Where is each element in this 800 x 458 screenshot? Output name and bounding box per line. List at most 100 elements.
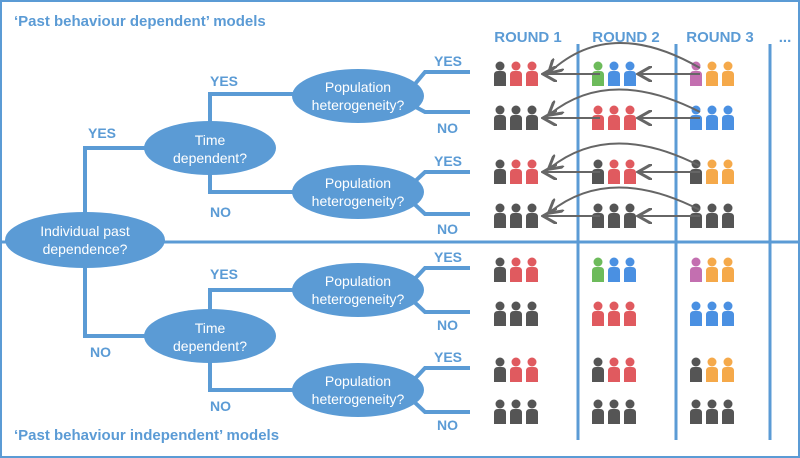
label-bottom-time-yes: YES <box>210 266 238 282</box>
time-node-top: Time dependent? <box>144 121 276 175</box>
person-icon <box>526 159 538 184</box>
root-node-line-2: dependence? <box>43 241 128 257</box>
person-icon <box>608 61 620 86</box>
person-icon <box>510 399 522 424</box>
population-node-2-line-1: Population <box>325 175 391 191</box>
round-1-header: ROUND 1 <box>494 29 562 46</box>
person-icon <box>608 105 620 130</box>
population-node-1-line-2: heterogeneity? <box>312 97 405 113</box>
person-icon <box>608 399 620 424</box>
person-icon <box>722 399 734 424</box>
label-top-time-yes: YES <box>210 73 238 89</box>
label-pop-2-yes: YES <box>434 153 462 169</box>
label-root-yes: YES <box>88 125 116 141</box>
person-icon <box>722 105 734 130</box>
person-icon <box>608 159 620 184</box>
person-icon <box>706 399 718 424</box>
person-icon <box>510 357 522 382</box>
round-2-header: ROUND 2 <box>592 29 660 46</box>
label-pop-4-yes: YES <box>434 349 462 365</box>
person-icon <box>608 301 620 326</box>
person-icon <box>706 61 718 86</box>
person-icon <box>510 301 522 326</box>
time-node-top-line-1: Time <box>195 132 226 148</box>
person-icon <box>608 257 620 282</box>
label-root-no: NO <box>90 344 111 360</box>
person-icon <box>526 203 538 228</box>
people-groups <box>494 61 734 424</box>
person-icon <box>510 257 522 282</box>
curved-arrow-icon <box>550 186 701 212</box>
person-icon <box>526 105 538 130</box>
population-node-4-line-2: heterogeneity? <box>312 391 405 407</box>
top-panel-title: ‘Past behaviour dependent’ models <box>14 13 266 30</box>
bottom-panel-title: ‘Past behaviour independent’ models <box>14 427 279 444</box>
branch-bottom-time-yes <box>208 288 300 313</box>
population-node-3: Population heterogeneity? <box>292 263 424 317</box>
branch-top-time-no <box>208 170 300 194</box>
person-icon <box>706 301 718 326</box>
branch-root-no <box>83 265 150 338</box>
person-icon <box>722 61 734 86</box>
person-icon <box>706 357 718 382</box>
person-icon <box>494 257 506 282</box>
person-icon <box>608 203 620 228</box>
person-icon <box>706 203 718 228</box>
round-3-header: ROUND 3 <box>686 29 754 46</box>
more-rounds-ellipsis: ... <box>779 29 792 46</box>
person-icon <box>526 61 538 86</box>
person-icon <box>722 301 734 326</box>
root-node: Individual past dependence? <box>5 212 165 268</box>
label-pop-4-no: NO <box>437 417 458 433</box>
person-icon <box>690 399 702 424</box>
branch-root-yes <box>83 146 150 215</box>
person-icon <box>510 159 522 184</box>
root-node-line-1: Individual past <box>40 223 130 239</box>
curved-arrow-icon <box>550 42 701 72</box>
person-icon <box>510 61 522 86</box>
person-icon <box>706 257 718 282</box>
person-icon <box>624 301 636 326</box>
person-icon <box>624 105 636 130</box>
person-icon <box>722 159 734 184</box>
person-icon <box>624 399 636 424</box>
label-bottom-time-no: NO <box>210 398 231 414</box>
label-pop-1-yes: YES <box>434 53 462 69</box>
label-pop-3-no: NO <box>437 317 458 333</box>
time-node-top-line-2: dependent? <box>173 150 247 166</box>
curved-arrow-icon <box>550 88 701 114</box>
curved-arrow-icon <box>550 142 701 168</box>
person-icon <box>526 399 538 424</box>
person-icon <box>592 357 604 382</box>
time-node-bottom-line-1: Time <box>195 320 226 336</box>
person-icon <box>494 399 506 424</box>
person-icon <box>624 257 636 282</box>
population-node-3-line-2: heterogeneity? <box>312 291 405 307</box>
person-icon <box>722 203 734 228</box>
population-node-2-line-2: heterogeneity? <box>312 193 405 209</box>
person-icon <box>624 203 636 228</box>
branch-bottom-time-no <box>208 358 300 392</box>
person-icon <box>624 357 636 382</box>
person-icon <box>510 203 522 228</box>
time-node-bottom-line-2: dependent? <box>173 338 247 354</box>
person-icon <box>722 357 734 382</box>
branch-top-time-yes <box>208 92 300 125</box>
person-icon <box>526 301 538 326</box>
person-icon <box>526 257 538 282</box>
person-icon <box>494 105 506 130</box>
label-pop-2-no: NO <box>437 221 458 237</box>
person-icon <box>592 257 604 282</box>
person-icon <box>706 159 718 184</box>
dependence-arrows <box>545 42 701 216</box>
person-icon <box>494 301 506 326</box>
tree-branches <box>83 70 470 414</box>
population-node-1-line-1: Population <box>325 79 391 95</box>
person-icon <box>494 357 506 382</box>
population-node-4: Population heterogeneity? <box>292 363 424 417</box>
population-node-3-line-1: Population <box>325 273 391 289</box>
label-pop-3-yes: YES <box>434 249 462 265</box>
